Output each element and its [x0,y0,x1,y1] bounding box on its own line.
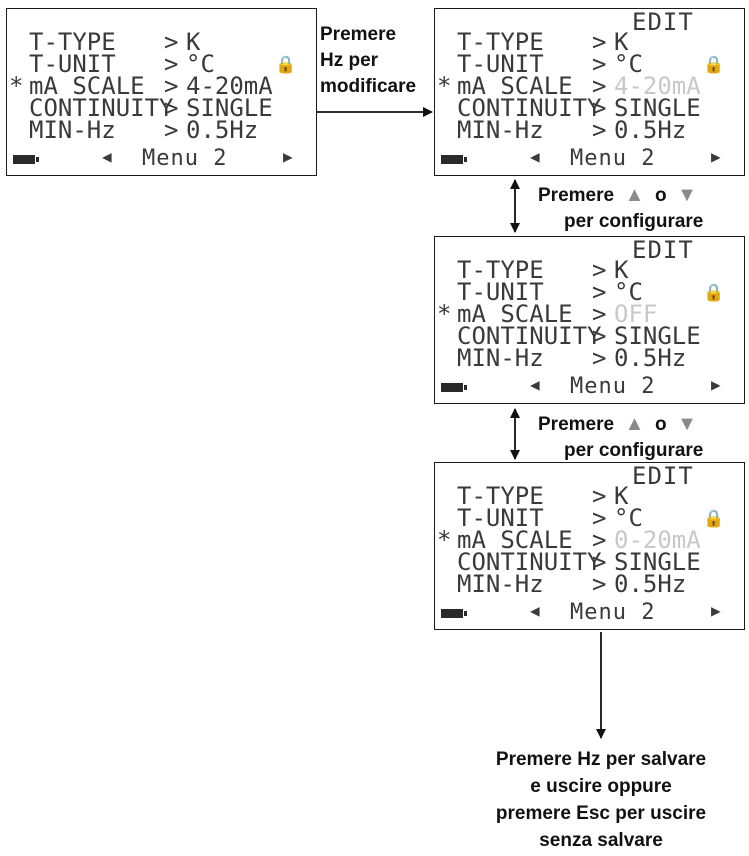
lcd-footer: ◀ Menu 2 ▶ [435,374,744,399]
up-arrow-icon: ▲ [624,413,645,435]
battery-icon [441,155,467,164]
lcd-screen-edit-4-20: EDIT T-TYPE>K T-UNIT>°C🔒 *mA SCALE>4-20m… [434,8,745,176]
down-arrow-icon: ▼ [677,184,697,206]
lock-icon: 🔒 [703,283,725,303]
battery-icon [13,155,39,164]
menu-label: Menu 2 [570,374,656,399]
note-save-exit: Premere Hz per salvare e uscire oppure p… [495,749,707,851]
nav-left-icon: ◀ [530,375,540,394]
note-configure-b: Premere ▲ o ▼ per configurare [538,413,704,461]
lcd-footer: ◀ Menu 2 ▶ [435,600,744,625]
lcd-footer: ◀ Menu 2 ▶ [435,146,744,171]
lcd-footer: ◀ Menu 2 ▶ [7,146,316,171]
nav-left-icon: ◀ [530,601,540,620]
nav-left-icon: ◀ [530,147,540,166]
edit-indicator: EDIT [632,8,694,36]
lock-icon: 🔒 [703,509,725,529]
menu-label: Menu 2 [142,146,228,171]
lock-icon: 🔒 [275,55,297,75]
edit-indicator: EDIT [632,236,694,264]
note-edit: Premere Hz per modificare [320,24,417,97]
up-arrow-icon: ▲ [624,184,645,206]
nav-left-icon: ◀ [102,147,112,166]
edit-indicator: EDIT [632,462,694,490]
battery-icon [441,383,467,392]
menu-label: Menu 2 [570,600,656,625]
lcd-screen-edit-off: EDIT T-TYPE>K T-UNIT>°C🔒 *mA SCALE>OFF C… [434,236,745,404]
lock-icon: 🔒 [703,55,725,75]
down-arrow-icon: ▼ [677,413,697,435]
battery-icon [441,609,467,618]
lcd-screen-initial: T-TYPE>K T-UNIT>°C🔒 *mA SCALE>4-20mA CON… [6,8,317,176]
menu-label: Menu 2 [570,146,656,171]
nav-right-icon: ▶ [711,375,721,394]
nav-right-icon: ▶ [711,601,721,620]
lcd-screen-edit-0-20: EDIT T-TYPE>K T-UNIT>°C🔒 *mA SCALE>0-20m… [434,462,745,630]
nav-right-icon: ▶ [283,147,293,166]
note-configure-a: Premere ▲ o ▼ per configurare [538,184,704,232]
nav-right-icon: ▶ [711,147,721,166]
